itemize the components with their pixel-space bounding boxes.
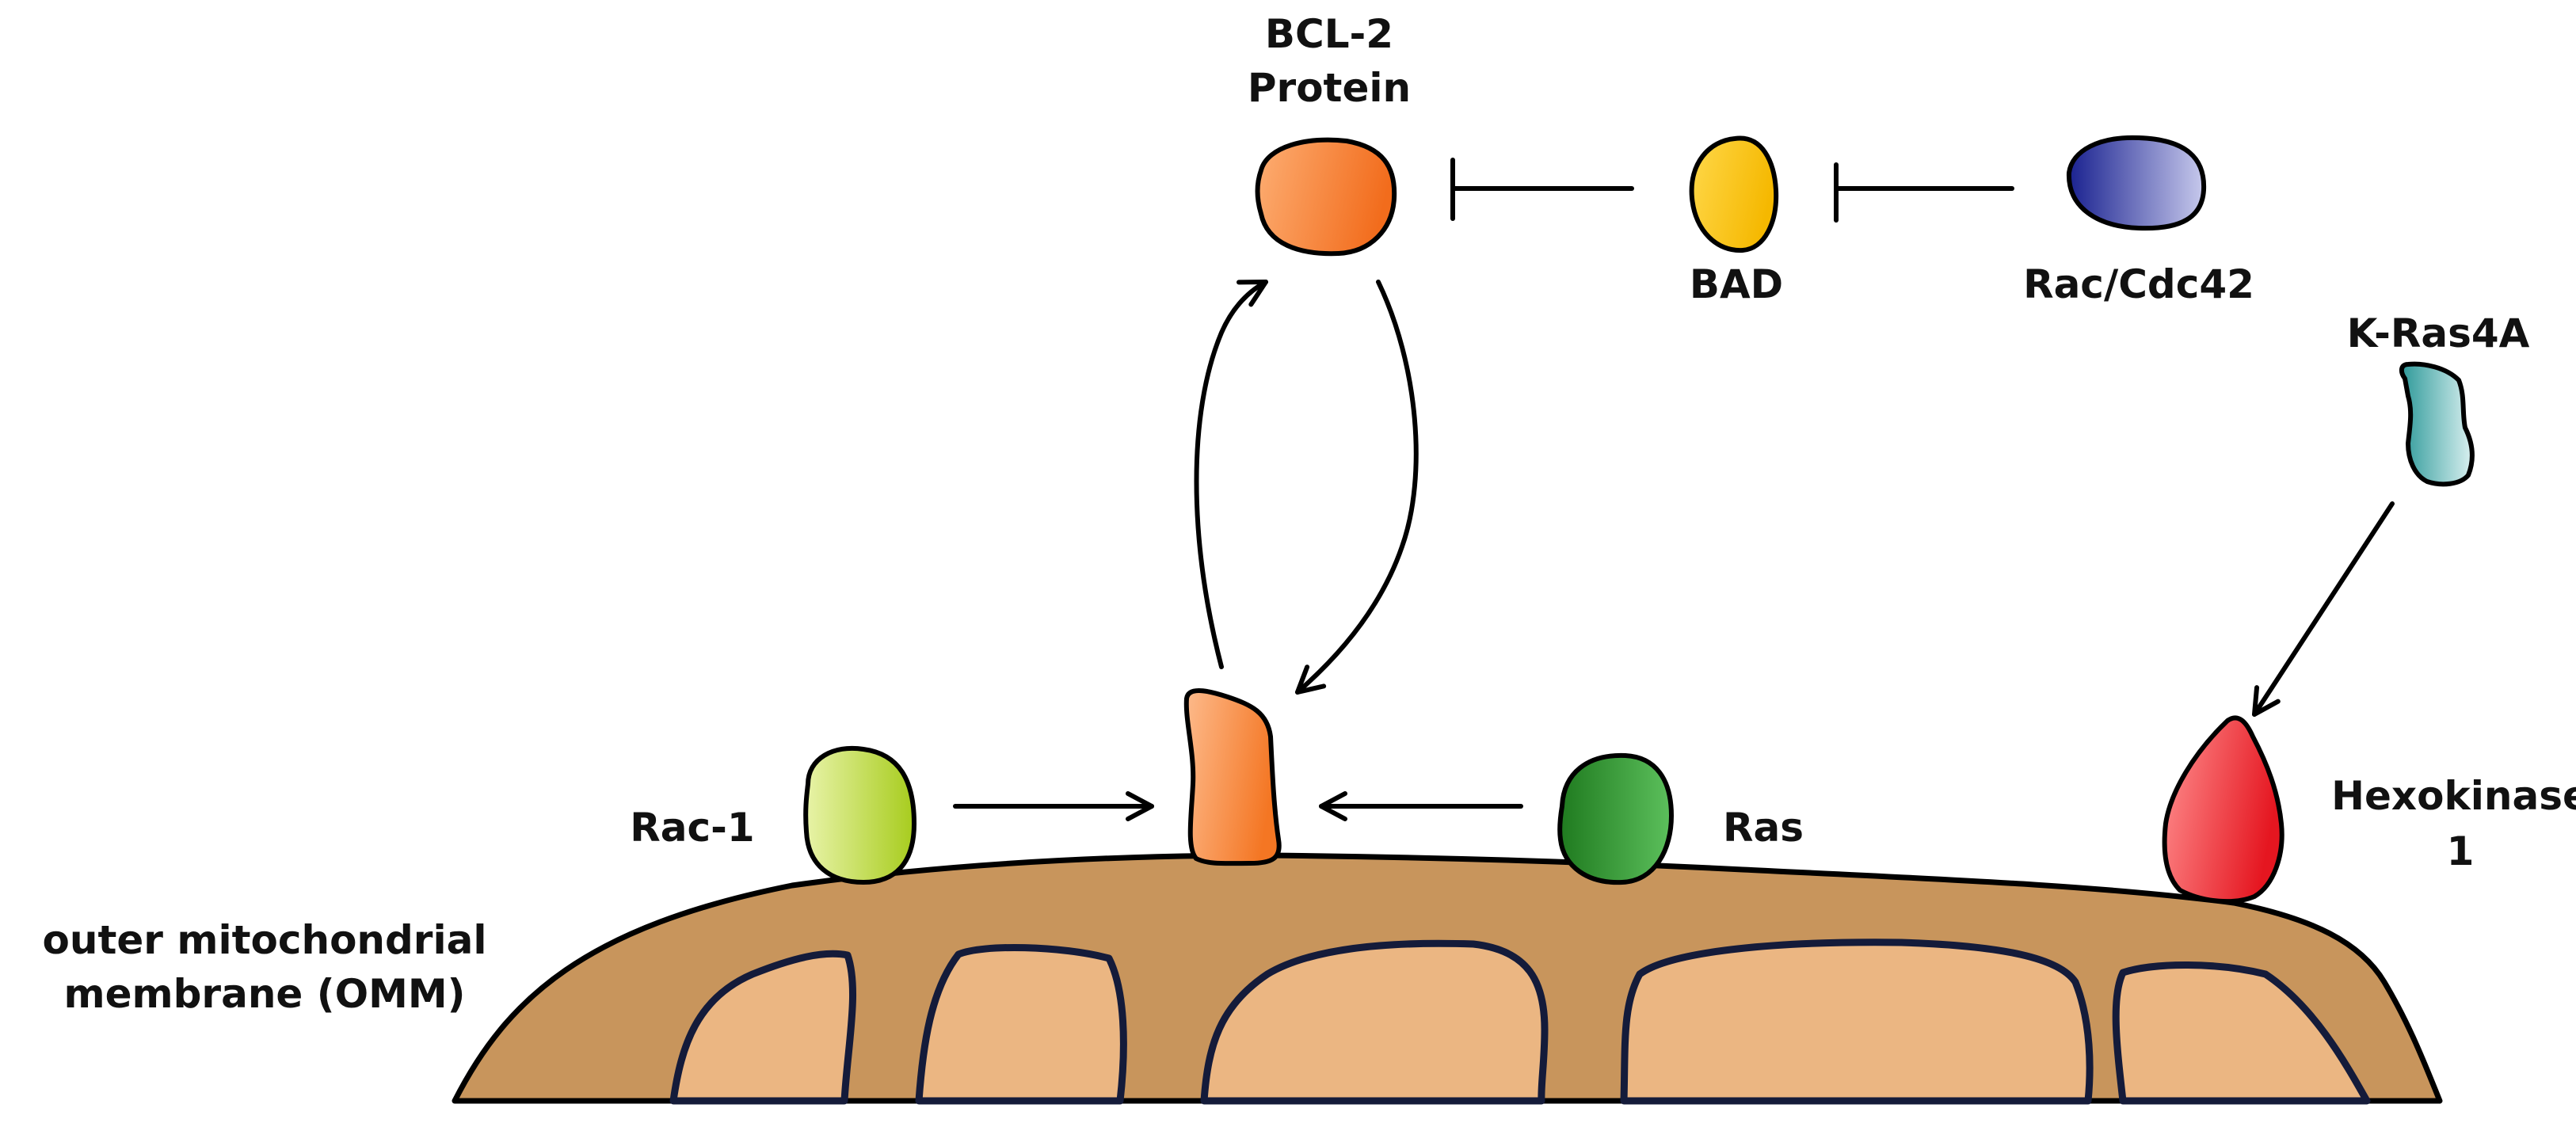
rac-cdc42-protein-shape	[2066, 135, 2207, 231]
membrane-protein-shape	[1183, 688, 1282, 866]
rac-cdc42-label: Rac/Cdc42	[2023, 261, 2254, 307]
kras4a-label: K-Ras4A	[2347, 310, 2530, 356]
arrow-membrane-protein-to-bcl2	[1194, 280, 1268, 669]
bcl2-label-line1: BCL-2	[1265, 11, 1393, 57]
crista-compartment	[1620, 939, 2094, 1105]
hexokinase-label-line1: Hexokinase	[2331, 773, 2576, 819]
bcl2-label-line2: Protein	[1248, 65, 1411, 111]
rac1-protein-shape	[803, 745, 916, 885]
crista-compartment	[1200, 939, 1549, 1105]
arrow-bcl2-to-membrane-protein	[1295, 280, 1419, 695]
crista-compartment	[915, 943, 1127, 1105]
bcl2-protein-shape	[1255, 137, 1397, 257]
omm-label-line2: membrane (OMM)	[64, 971, 466, 1017]
bad-protein-shape	[1689, 135, 1779, 253]
crista-compartment	[669, 950, 856, 1105]
ras-label: Ras	[1723, 805, 1804, 851]
hexokinase-label-line2: 1	[2447, 828, 2475, 874]
crista-compartment	[2112, 961, 2371, 1105]
omm-label-line1: outer mitochondrial	[43, 917, 487, 963]
arrow-kras4a-to-hexokinase	[2252, 501, 2395, 717]
bad-label: BAD	[1690, 261, 1783, 307]
kras4a-protein-shape	[2399, 361, 2475, 487]
rac1-label: Rac-1	[630, 805, 754, 851]
mitochondrion	[452, 852, 2443, 1105]
ras-protein-shape	[1557, 752, 1674, 885]
hexokinase-protein-shape	[2162, 715, 2284, 904]
